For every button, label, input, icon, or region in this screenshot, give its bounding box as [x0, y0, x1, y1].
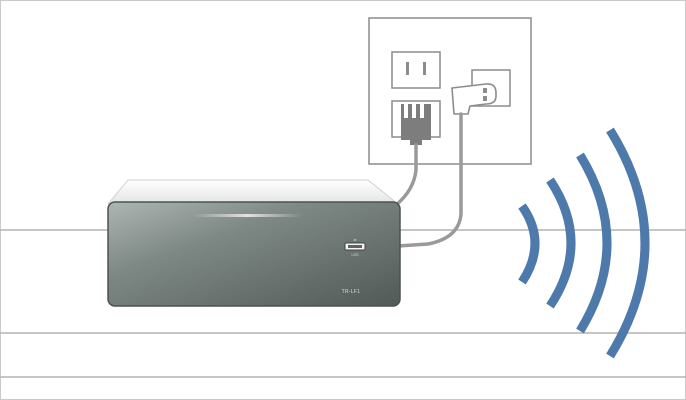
plug-icon [401, 104, 431, 145]
usb-icon-mark: ⇄ [354, 237, 358, 242]
wall-outlet-icon [368, 17, 532, 165]
router-device: ⇄ USB TR-LF1 [106, 179, 401, 307]
device-shine [192, 214, 302, 217]
adapter-plug-icon [451, 83, 497, 115]
wifi-wave-4 [606, 127, 650, 359]
device-top-panel [106, 179, 400, 205]
power-cable-upper [394, 143, 418, 207]
wifi-wave-2 [546, 177, 576, 309]
wifi-wave-1 [518, 203, 540, 285]
wifi-signal-icon [518, 127, 650, 359]
usb-port-label: USB [351, 253, 359, 257]
socket-top [391, 51, 441, 89]
wifi-wave-3 [576, 152, 612, 334]
power-cable-lower [396, 112, 463, 248]
usb-port-icon: ⇄ USB [344, 237, 366, 257]
device-model-label: TR-LF1 [342, 289, 361, 295]
device-front-panel [107, 201, 401, 307]
